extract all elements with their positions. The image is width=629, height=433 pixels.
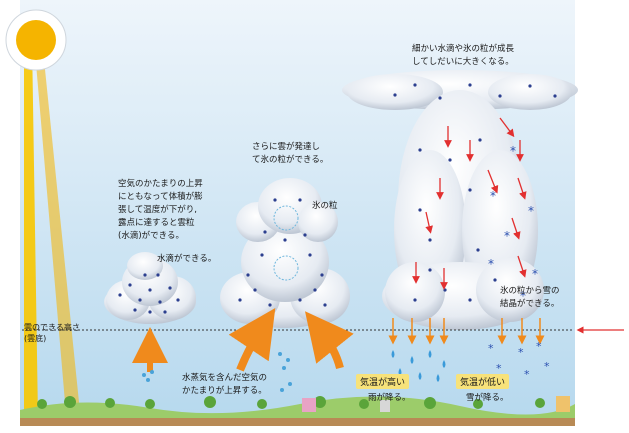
svg-text:*: * (520, 289, 526, 303)
falling-snow: *** *** (488, 340, 550, 381)
warm-temperature-badge: 気温が高い (356, 374, 410, 389)
svg-text:*: * (488, 342, 494, 355)
cloud1-explanation-line: 空気のかたまりの上昇 (118, 179, 203, 189)
svg-text:*: * (532, 267, 538, 281)
cloud2-explanation: さらに雲が発達し て氷の粒ができる。 (252, 141, 328, 167)
cloud1-explanation-line: にともなって体積が膨 (118, 192, 203, 202)
cloud1-explanation-line: 露点に達すると雲粒 (118, 218, 195, 228)
cloud3-explanation-line: してしだいに大きくなる。 (412, 57, 514, 67)
ice-particle-label: 氷の粒 (312, 201, 338, 211)
svg-text:*: * (536, 340, 542, 353)
cloud-cumulonimbus (342, 70, 578, 330)
rising-air-explanation-line: かたまりが上昇する。 (182, 386, 267, 396)
snow-crystal-explanation: 氷の粒から雪の 結晶ができる。 (500, 285, 560, 311)
svg-text:*: * (518, 346, 524, 359)
rising-air-explanation-line: 水蒸気を含んだ空気の (182, 373, 268, 383)
cold-temperature-badge: 気温が低い (456, 374, 510, 389)
ice-particle-clusters (273, 205, 299, 281)
falling-arrows (388, 318, 545, 345)
ground (20, 396, 575, 426)
svg-text:*: * (528, 204, 534, 218)
cloud1-explanation-line: 張して温度が下がり, (118, 205, 197, 215)
svg-text:*: * (524, 368, 530, 381)
cloud1-explanation: 空気のかたまりの上昇 にともなって体積が膨 張して温度が下がり, 露点に達すると… (118, 178, 203, 243)
cloud-base-label: 雲のできる高さ (雲底) (24, 322, 80, 344)
cloud1-explanation-line: (水滴)ができる。 (118, 231, 184, 241)
droplet-label: 水滴ができる。 (157, 254, 217, 264)
svg-text:*: * (510, 144, 516, 158)
water-vapor-dots (142, 352, 292, 392)
sunlight-beams (24, 40, 80, 418)
cloud-base-label-line: (雲底) (24, 334, 47, 343)
rain-label: 雨が降る。 (368, 393, 411, 403)
cloud-small (104, 252, 196, 324)
cloud-base-label-line: 雲のできる高さ (24, 323, 80, 332)
svg-text:*: * (488, 257, 494, 271)
svg-text:*: * (490, 189, 496, 203)
svg-text:*: * (504, 229, 510, 243)
svg-text:*: * (544, 360, 550, 373)
snow-crystal-explanation-line: 氷の粒から雪の (500, 286, 560, 296)
cloud2-explanation-line: て氷の粒ができる。 (252, 155, 329, 165)
svg-text:*: * (496, 362, 502, 375)
snow-crystal-explanation-line: 結晶ができる。 (500, 299, 560, 309)
cloud3-explanation: 細かい水滴や氷の粒が成長 してしだいに大きくなる。 (412, 43, 514, 69)
sun-icon (5, 9, 67, 71)
growth-arrows (412, 117, 527, 290)
rising-air-arrows (132, 308, 354, 372)
cloud3-explanation-line: 細かい水滴や氷の粒が成長 (412, 44, 515, 54)
rising-air-explanation: 水蒸気を含んだ空気の かたまりが上昇する。 (182, 372, 267, 398)
cloud-droplets (118, 83, 557, 314)
snow-crystals: * * * * * * * (488, 144, 538, 303)
snow-label: 雪が降る。 (466, 393, 509, 403)
cloud2-explanation-line: さらに雲が発達し (252, 142, 321, 152)
